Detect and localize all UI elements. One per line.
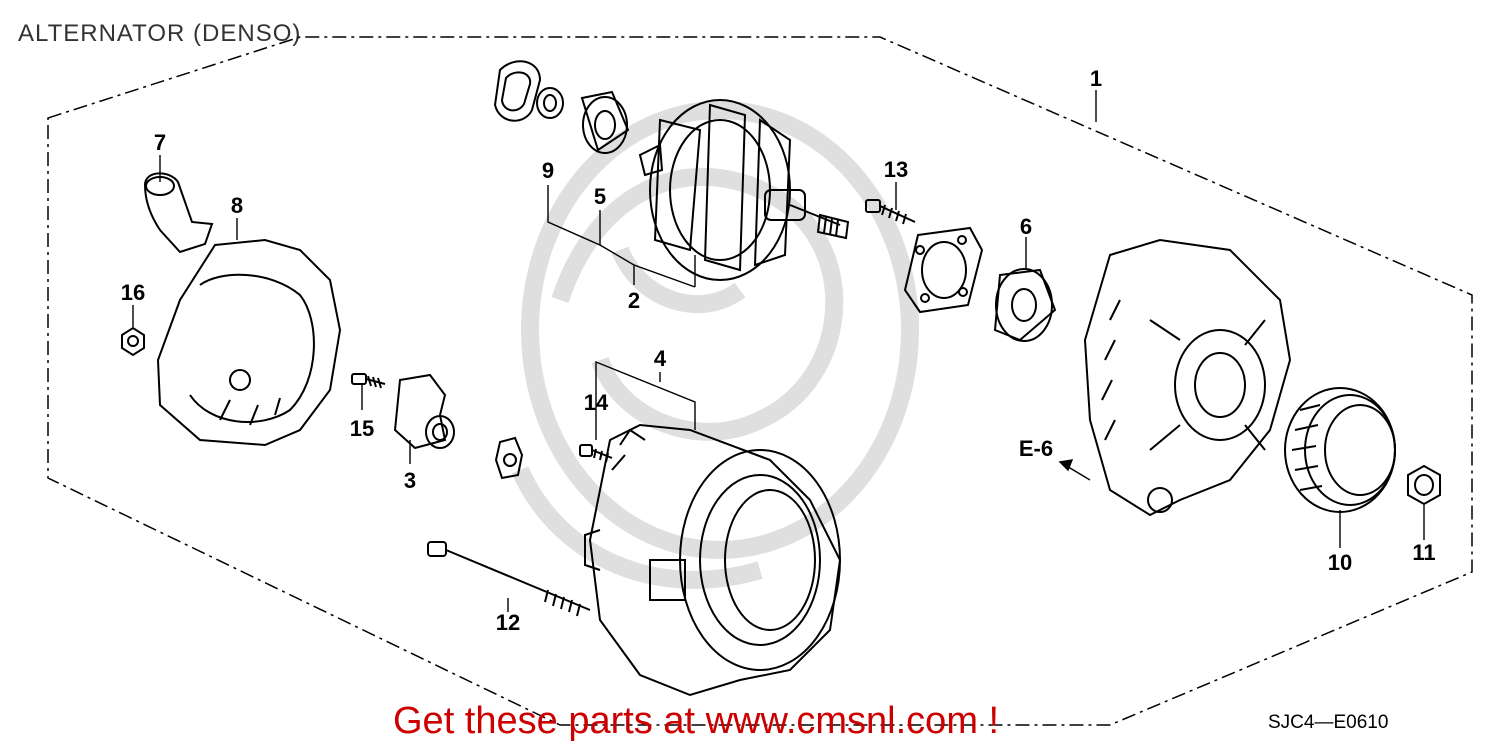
through-bolt <box>427 541 591 617</box>
callout-7: 7 <box>154 130 166 155</box>
diagram-title: ALTERNATOR (DENSO) <box>18 20 302 47</box>
callout-8: 8 <box>231 193 243 218</box>
callout-2: 2 <box>628 288 640 313</box>
bearing-cover-gasket <box>493 60 542 122</box>
diagram-reference-code: SJC4—E0610 <box>1268 712 1389 733</box>
front-bearing <box>993 268 1057 342</box>
callout-16: 16 <box>121 280 145 305</box>
assembly-outline <box>47 36 1473 726</box>
section-link-e6[interactable]: E-6 <box>1019 436 1053 461</box>
terminal-insulator <box>143 172 214 254</box>
callout-10: 10 <box>1328 550 1352 575</box>
callout-4: 4 <box>654 346 667 371</box>
pulley-nut <box>1407 464 1441 506</box>
callout-3: 3 <box>404 468 416 493</box>
callout-6: 6 <box>1020 214 1032 239</box>
nut-small <box>121 326 145 357</box>
drive-end-frame <box>1083 238 1292 517</box>
rear-bearing <box>580 90 630 154</box>
bearing-retainer-plate <box>903 226 984 314</box>
bolt-retainer <box>865 199 916 225</box>
promo-banner-link[interactable]: Get these parts at www.cmsnl.com ! <box>393 700 1000 742</box>
watermark-logo <box>511 101 919 589</box>
callout-13: 13 <box>884 157 908 182</box>
callout-9: 9 <box>542 158 554 183</box>
callout-12: 12 <box>496 610 520 635</box>
callout-14: 14 <box>584 390 609 415</box>
callout-5: 5 <box>594 184 606 209</box>
callout-11: 11 <box>1412 540 1435 565</box>
brush-holder <box>393 373 455 450</box>
callout-1: 1 <box>1090 66 1102 91</box>
rotor-assembly <box>638 99 850 281</box>
callout-15: 15 <box>350 416 374 441</box>
rear-end-cover <box>156 238 342 447</box>
pulley <box>1284 387 1396 513</box>
wire-clip <box>494 436 524 480</box>
screw-brush-holder <box>351 373 386 389</box>
washer-rotor <box>536 87 564 119</box>
stator-housing <box>584 423 842 697</box>
